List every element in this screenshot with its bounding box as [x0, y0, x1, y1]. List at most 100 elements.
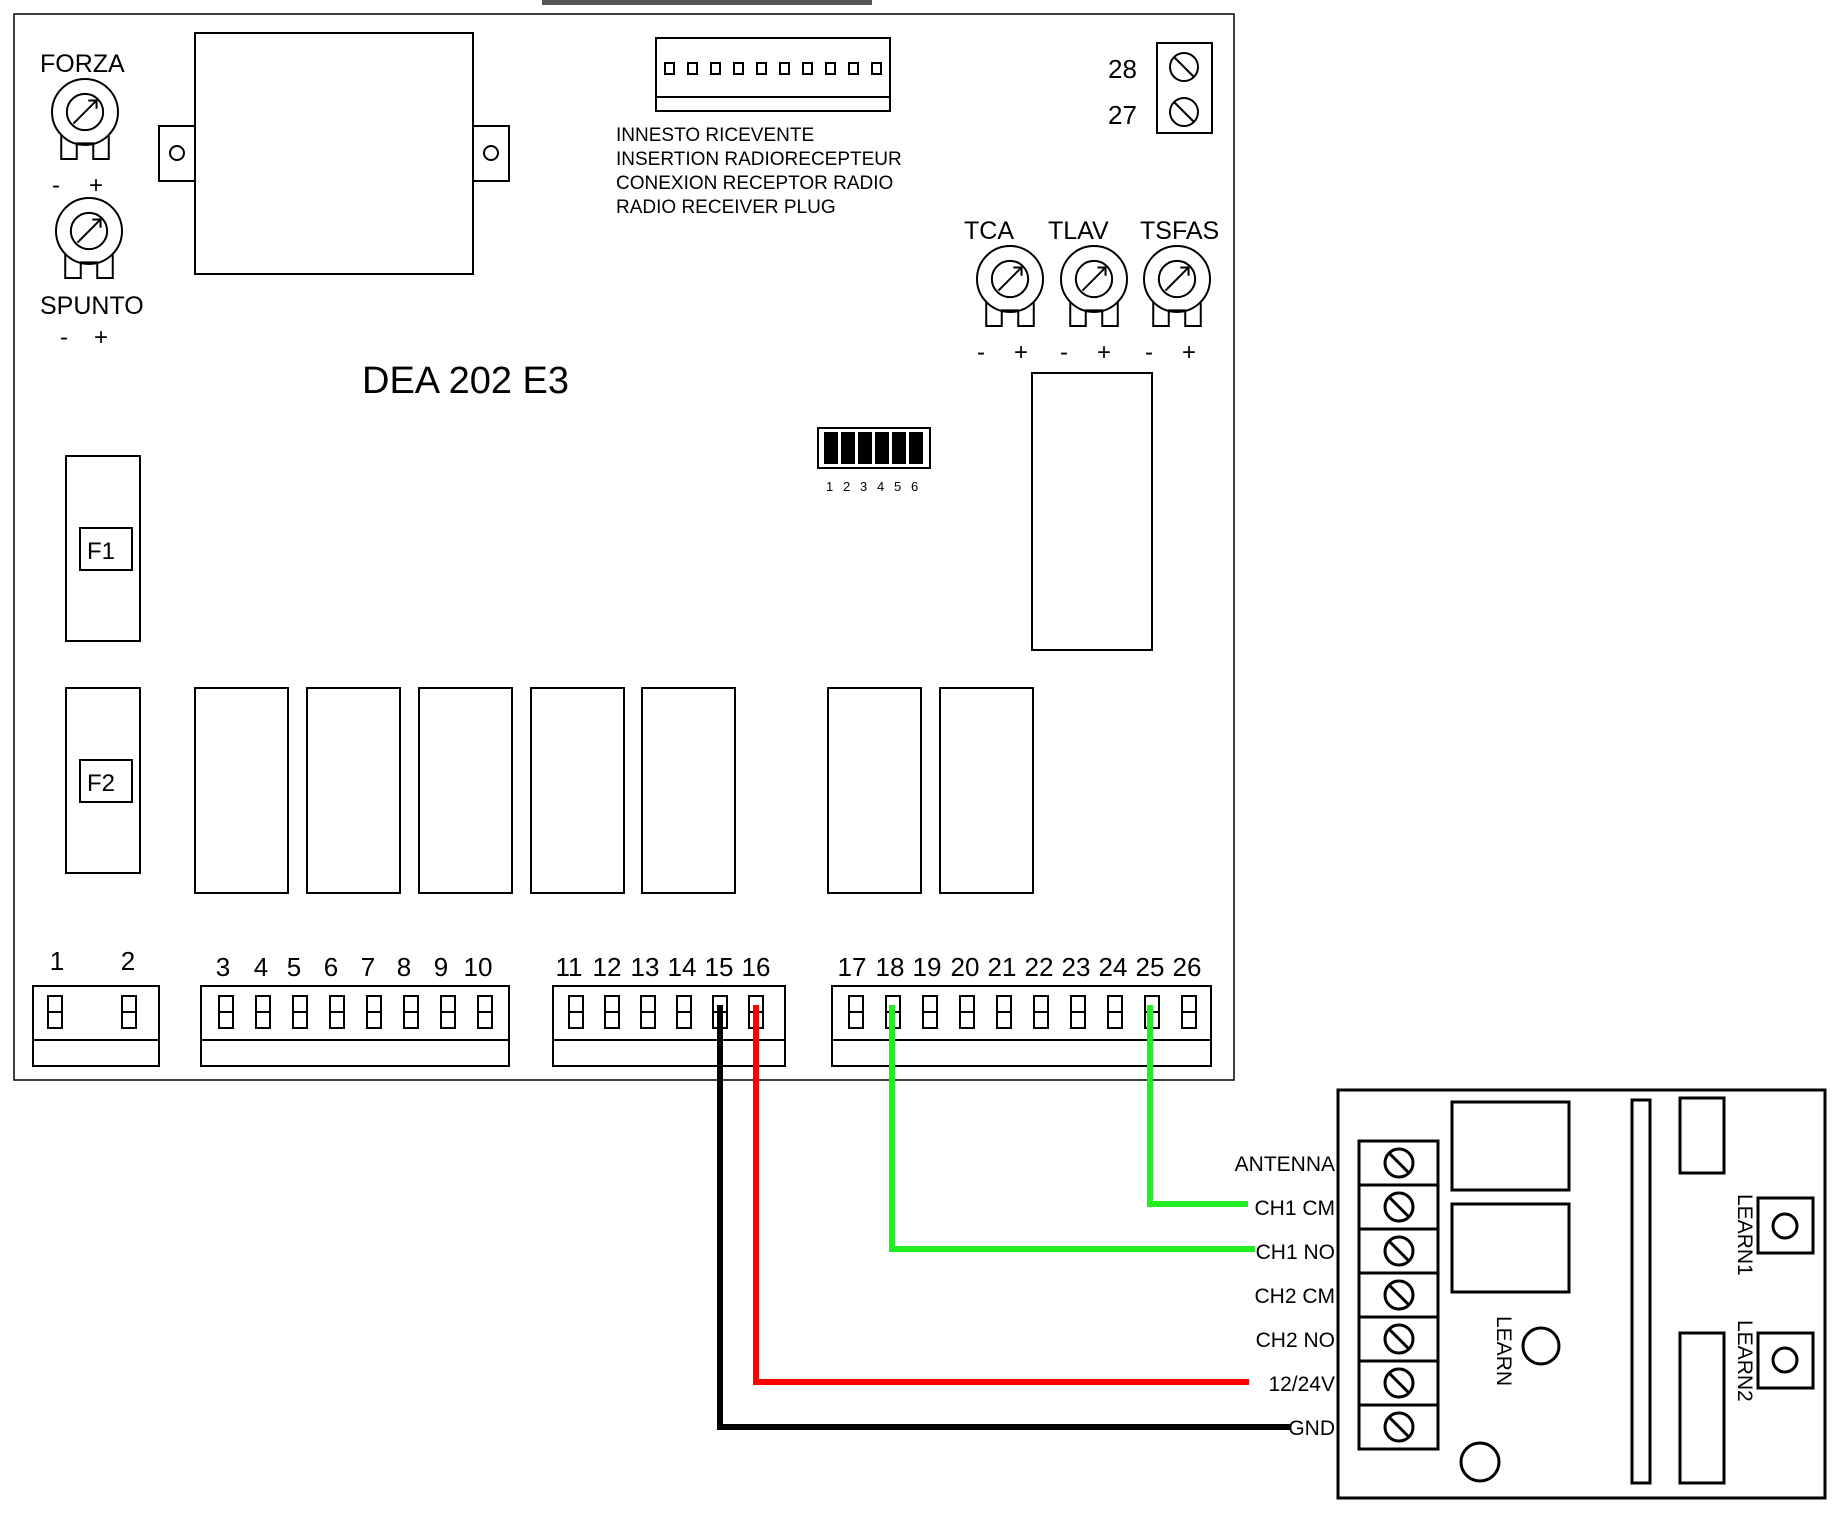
relay: [418, 687, 513, 894]
relay: [641, 687, 736, 894]
trimmer-label-tsfas: TSFAS: [1140, 217, 1219, 245]
terminal-number: 12: [593, 952, 622, 982]
terminal-screw[interactable]: [292, 995, 308, 1029]
terminal-screw[interactable]: [1070, 995, 1086, 1029]
terminal-number: 11: [556, 952, 583, 982]
receiver-terminal-screw[interactable]: [1357, 1139, 1440, 1187]
dip-key[interactable]: [909, 432, 923, 464]
trimmer-forza[interactable]: [51, 78, 119, 160]
dip-key[interactable]: [858, 432, 872, 464]
receiver-terminal-screw[interactable]: [1357, 1359, 1440, 1407]
terminal-number: 5: [287, 952, 301, 982]
terminal-screw[interactable]: [121, 995, 137, 1029]
terminal-blocks: [32, 985, 1212, 1067]
learn2-label: LEARN2: [1733, 1320, 1756, 1402]
terminal-number: 9: [434, 952, 448, 982]
dip-switch-number: 3: [860, 479, 867, 494]
terminal-number: 10: [464, 952, 493, 982]
top-edge-strip: [542, 0, 872, 5]
trimmer-label-tca: TCA: [964, 217, 1014, 245]
wire-red-12-24v: [753, 1005, 1249, 1385]
terminal-screw[interactable]: [959, 995, 975, 1029]
receiver-terminal-label: CH1 NO: [1256, 1241, 1335, 1264]
receiver-terminal-screw[interactable]: [1357, 1315, 1440, 1363]
receiver-terminal-screw[interactable]: [1357, 1227, 1440, 1275]
trimmer-plus: +: [1182, 339, 1196, 366]
plug-pin: [687, 62, 698, 75]
terminal-screw[interactable]: [848, 995, 864, 1029]
receiver-outline: [1336, 1088, 1827, 1500]
terminal-screw[interactable]: [1181, 995, 1197, 1029]
receiver-terminal-screw[interactable]: [1357, 1403, 1440, 1451]
wire-black-gnd: [717, 1005, 1290, 1430]
trimmer-tsfas[interactable]: [1143, 245, 1211, 327]
terminal-number: 14: [668, 952, 697, 982]
terminal-number: 25: [1136, 952, 1165, 982]
terminal-screw[interactable]: [329, 995, 345, 1029]
terminal-number: 20: [951, 952, 980, 982]
aux-terminal-label-28: 28: [1108, 54, 1137, 84]
receiver-terminal-label: ANTENNA: [1235, 1153, 1335, 1176]
terminal-number: 2: [121, 946, 135, 976]
learn2-button[interactable]: [1756, 1331, 1815, 1390]
dip-switch-number: 4: [877, 479, 884, 494]
terminal-screw[interactable]: [996, 995, 1012, 1029]
terminal-number: 4: [254, 952, 268, 982]
trimmer-minus: -: [60, 324, 68, 351]
terminal-number: 6: [324, 952, 338, 982]
plug-pin: [664, 62, 675, 75]
terminal-screw[interactable]: [403, 995, 419, 1029]
terminal-number: 1: [50, 946, 64, 976]
mounting-hole: [1459, 1441, 1501, 1483]
terminal-screw[interactable]: [477, 995, 493, 1029]
dip-key[interactable]: [875, 432, 889, 464]
receiver-terminal-label: CH2 NO: [1256, 1329, 1335, 1352]
terminal-number: 7: [361, 952, 375, 982]
plug-pin: [710, 62, 721, 75]
learn1-button[interactable]: [1756, 1196, 1815, 1255]
terminal-screw[interactable]: [676, 995, 692, 1029]
terminal-number: 18: [876, 952, 905, 982]
dip-key[interactable]: [824, 432, 838, 464]
terminal-screw[interactable]: [640, 995, 656, 1029]
board-model-label: DEA 202 E3: [362, 360, 569, 402]
dip-key[interactable]: [841, 432, 855, 464]
receiver-plug-connector: [655, 37, 891, 112]
trimmer-label-spunto: SPUNTO: [40, 292, 144, 320]
receiver-terminal-label: CH2 CM: [1254, 1285, 1335, 1308]
terminal-screw[interactable]: [366, 995, 382, 1029]
terminal-screw[interactable]: [922, 995, 938, 1029]
trimmer-plus: +: [94, 324, 108, 351]
fuse-label-f1: F1: [87, 538, 115, 565]
relay-row: [194, 687, 1034, 894]
trimmer-minus: -: [977, 339, 985, 366]
terminal-screw[interactable]: [568, 995, 584, 1029]
terminal-number: 22: [1025, 952, 1054, 982]
trimmer-plus: +: [1097, 339, 1111, 366]
trimmer-spunto[interactable]: [55, 197, 123, 279]
terminal-number: 21: [988, 952, 1017, 982]
terminal-number: 19: [913, 952, 942, 982]
terminal-block-11-16: [552, 985, 786, 1067]
receiver-terminal-screw[interactable]: [1357, 1183, 1440, 1231]
trimmer-tca[interactable]: [976, 245, 1044, 327]
terminal-screw[interactable]: [440, 995, 456, 1029]
relay: [194, 687, 289, 894]
terminal-screw[interactable]: [604, 995, 620, 1029]
terminal-screw[interactable]: [47, 995, 63, 1029]
terminal-screw[interactable]: [218, 995, 234, 1029]
terminal-screw[interactable]: [1033, 995, 1049, 1029]
fuse-holder-f1: [65, 455, 141, 642]
terminal-screw[interactable]: [1107, 995, 1123, 1029]
dip-key[interactable]: [892, 432, 906, 464]
terminal-number: 23: [1062, 952, 1091, 982]
receiver-terminal-screw[interactable]: [1357, 1271, 1440, 1319]
trimmer-tlav[interactable]: [1060, 245, 1128, 327]
plug-pin: [802, 62, 813, 75]
dip-switch-number: 1: [826, 479, 833, 494]
terminal-screw[interactable]: [255, 995, 271, 1029]
